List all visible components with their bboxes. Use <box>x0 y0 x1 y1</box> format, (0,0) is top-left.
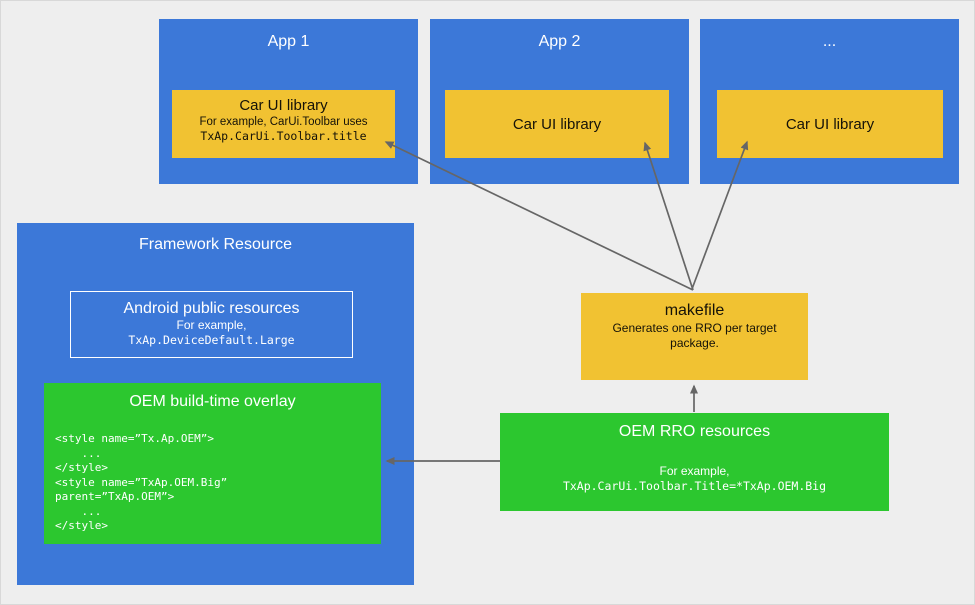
app2-car-ui-library-box: Car UI library <box>445 90 669 158</box>
makefile-box: makefile Generates one RRO per target pa… <box>581 293 808 380</box>
oem-rro-example-label: For example, <box>659 464 730 478</box>
makefile-description: Generates one RRO per target package. <box>612 321 777 350</box>
makefile-title: makefile <box>664 302 725 319</box>
oem-build-time-overlay-title: OEM build-time overlay <box>129 393 296 410</box>
code-line: </style> <box>55 519 108 532</box>
framework-resource-box: Framework Resource Android public resour… <box>17 223 414 585</box>
app1-title: App 1 <box>267 33 310 50</box>
app1-car-ui-library-title: Car UI library <box>239 97 328 114</box>
app1-library-example-code: TxAp.CarUi.Toolbar.title <box>200 129 367 143</box>
code-line: ... <box>55 504 102 518</box>
code-line: ... <box>55 446 102 460</box>
code-line: <style name=”Tx.Ap.OEM”> <box>55 432 214 445</box>
code-line: <style name=”TxAp.OEM.Big” <box>55 475 228 489</box>
app1-library-example-text: For example, CarUi.Toolbar uses <box>199 116 368 128</box>
oem-overlay-code-block: <style name=”Tx.Ap.OEM”> ... </style> <s… <box>55 432 227 534</box>
app1-car-ui-library-box: Car UI library For example, CarUi.Toolba… <box>172 90 395 158</box>
oem-rro-example-code: TxAp.CarUi.Toolbar.Title=*TxAp.OEM.Big <box>562 479 827 493</box>
oem-rro-example: For example, TxAp.CarUi.Toolbar.Title=*T… <box>500 464 889 494</box>
code-line: parent=”TxAp.OEM”> <box>55 490 175 503</box>
code-line: </style> <box>55 461 108 474</box>
app2-car-ui-library-title: Car UI library <box>512 115 602 133</box>
app-more-car-ui-library-title: Car UI library <box>785 115 875 133</box>
app-more-title: ... <box>822 33 837 50</box>
android-public-resources-example-code: TxAp.DeviceDefault.Large <box>128 332 295 347</box>
app1-box: App 1 Car UI library For example, CarUi.… <box>159 19 418 184</box>
framework-resource-title: Framework Resource <box>139 236 292 253</box>
app2-box: App 2 Car UI library <box>430 19 689 184</box>
oem-rro-resources-box: OEM RRO resources For example, TxAp.CarU… <box>500 413 889 511</box>
android-public-resources-example-label: For example, <box>176 318 247 332</box>
oem-build-time-overlay-box: OEM build-time overlay <style name=”Tx.A… <box>44 383 381 544</box>
app2-title: App 2 <box>538 33 581 50</box>
oem-rro-resources-title: OEM RRO resources <box>618 423 771 440</box>
app-more-box: ... Car UI library <box>700 19 959 184</box>
android-public-resources-box: Android public resources For example, Tx… <box>70 291 353 358</box>
app-more-car-ui-library-box: Car UI library <box>717 90 943 158</box>
android-public-resources-title: Android public resources <box>123 300 300 317</box>
